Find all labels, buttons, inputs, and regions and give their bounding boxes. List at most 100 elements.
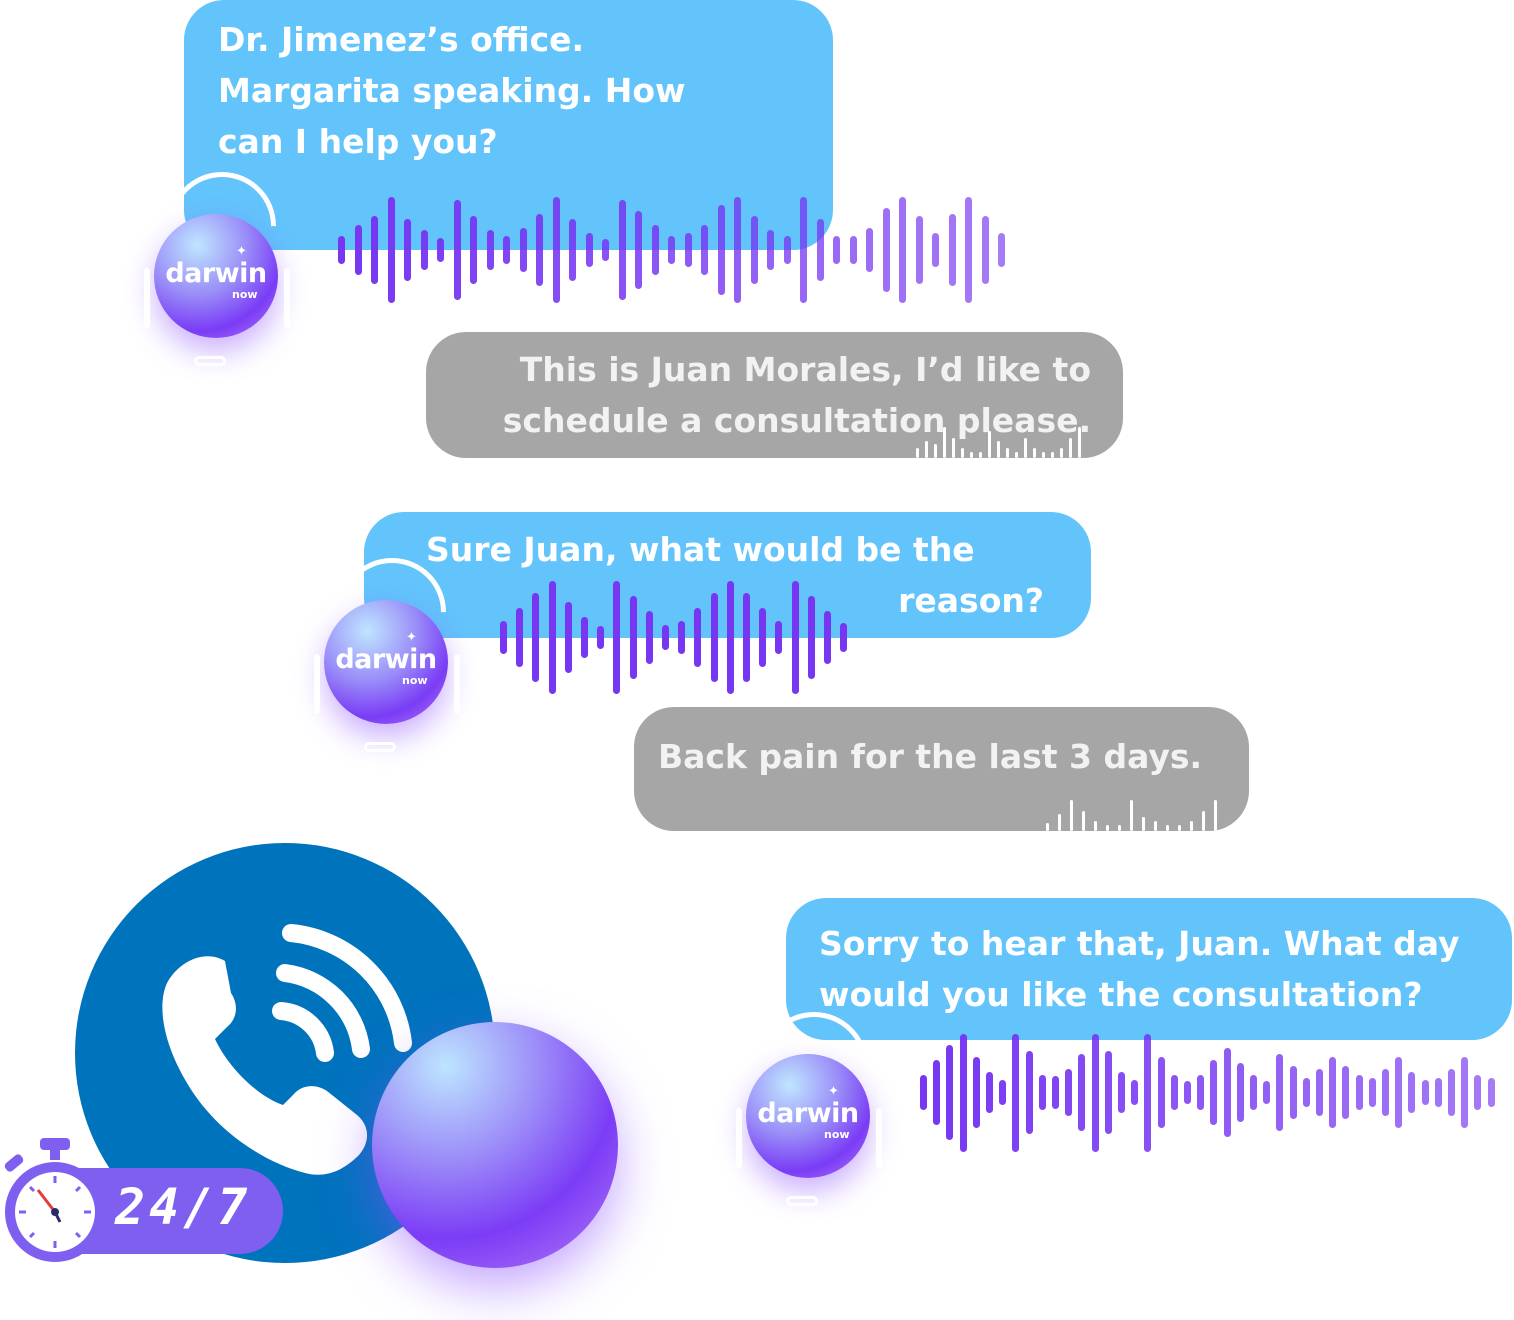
waveform-bar <box>585 233 593 267</box>
waveform-bar <box>437 237 444 263</box>
waveform-bar <box>759 608 767 667</box>
waveform-bar <box>932 233 939 267</box>
waveform-bar <box>807 596 815 679</box>
waveform-bar <box>581 616 588 659</box>
waveform-bar <box>371 216 378 284</box>
waveform-bar <box>1024 437 1027 458</box>
waveform-bar <box>651 224 659 276</box>
waveform-bar <box>503 236 510 264</box>
waveform-bar <box>1154 820 1157 831</box>
waveform-bar <box>1434 1077 1442 1108</box>
waveform-bar <box>470 216 477 284</box>
waveform-bar <box>734 196 741 304</box>
waveform-bar <box>1033 447 1036 458</box>
waveform-bar <box>1052 1075 1059 1109</box>
waveform-bar <box>1157 1057 1165 1128</box>
waveform-bar <box>516 608 524 667</box>
waveform-bar <box>420 230 428 270</box>
waveform-bar <box>1250 1074 1257 1111</box>
waveform-bar <box>970 452 973 458</box>
waveform-bar <box>1342 1065 1350 1120</box>
waveform-bar <box>1060 447 1063 458</box>
waveform-bar <box>338 236 345 264</box>
waveform-bar <box>1042 452 1045 458</box>
waveform-bar <box>952 437 955 458</box>
waveform-bar <box>783 236 791 264</box>
waveform-bar <box>1118 825 1121 831</box>
darwin-avatar-3: ✦ darwin now <box>732 989 892 1212</box>
waveform-bar <box>717 205 725 295</box>
brand-logo: darwin <box>165 258 267 289</box>
ai-message-3: Sorry to hear that, Juan. What day would… <box>786 898 1512 1040</box>
headset-orb-icon <box>324 600 448 724</box>
waveform-bar <box>999 1079 1007 1106</box>
waveform-bar <box>833 236 840 264</box>
waveform-bar <box>1070 800 1073 831</box>
darwin-avatar-1: ✦ darwin now <box>140 149 300 372</box>
waveform-bar <box>486 230 494 270</box>
waveform-bar <box>548 581 556 694</box>
waveform-bar <box>1214 800 1217 831</box>
waveform-bar <box>800 196 807 304</box>
waveform-bar <box>1461 1057 1469 1128</box>
waveform-bar <box>1094 820 1097 831</box>
waveform-bar <box>965 196 972 304</box>
waveform-bar <box>1190 820 1193 831</box>
waveform-bar <box>1144 1033 1152 1152</box>
waveform-bar <box>1289 1065 1297 1120</box>
waveform-bar <box>1006 447 1009 458</box>
waveform-bar <box>404 219 411 281</box>
brand-logo-sub: now <box>824 1128 850 1141</box>
message-line: Sorry to hear that, Juan. What day <box>819 924 1460 963</box>
waveform-bar <box>1178 825 1181 831</box>
waveform-bar <box>972 1057 980 1128</box>
stopwatch-icon <box>0 1136 110 1266</box>
waveform-bar <box>767 230 774 270</box>
brand-logo-sub: now <box>232 288 258 301</box>
waveform-bar <box>1408 1071 1416 1114</box>
message-line: can I help you? <box>218 122 498 161</box>
waveform-bar <box>701 224 708 276</box>
waveform-bar <box>988 430 991 458</box>
waveform-bar <box>1106 825 1109 831</box>
voice-waveform-2 <box>500 575 880 700</box>
caller-waveform-1 <box>916 422 1116 458</box>
brand-logo: darwin <box>757 1098 859 1129</box>
waveform-bar <box>750 216 758 284</box>
waveform-bar <box>1082 810 1085 831</box>
message-line: schedule a consultation please. <box>502 401 1091 440</box>
waveform-bar <box>1051 452 1054 458</box>
waveform-bar <box>1316 1068 1323 1117</box>
headset-orb-icon <box>746 1054 870 1178</box>
waveform-bar <box>946 1045 954 1140</box>
caller-message-1: This is Juan Morales, I’d like to schedu… <box>426 332 1123 458</box>
waveform-bar <box>536 213 543 287</box>
waveform-bar <box>668 236 675 264</box>
waveform-bar <box>552 196 560 304</box>
waveform-bar <box>1078 1054 1086 1131</box>
waveform-bar <box>920 1074 927 1111</box>
waveform-bar <box>1184 1080 1191 1105</box>
sparkle-icon: ✦ <box>406 630 417 645</box>
waveform-bar <box>997 441 1000 458</box>
waveform-bar <box>743 593 750 682</box>
waveform-bar <box>925 441 928 458</box>
ai-message-2: Sure Juan, what would be the reason? <box>364 512 1091 638</box>
waveform-bar <box>602 238 609 262</box>
waveform-bar <box>791 581 799 694</box>
waveform-bar <box>1421 1079 1429 1106</box>
waveform-bar <box>629 596 637 679</box>
waveform-bar <box>387 196 395 304</box>
waveform-bar <box>916 447 919 458</box>
waveform-bar <box>1210 1060 1218 1125</box>
waveform-bar <box>943 427 946 458</box>
waveform-bar <box>532 593 540 682</box>
waveform-bar <box>948 213 956 287</box>
waveform-bar <box>1263 1080 1271 1105</box>
caller-waveform-2 <box>1046 795 1246 831</box>
waveform-bar <box>1329 1057 1337 1128</box>
waveform-bar <box>1025 1051 1033 1134</box>
waveform-bar <box>662 624 669 651</box>
waveform-bar <box>678 620 686 654</box>
waveform-bar <box>645 610 653 665</box>
